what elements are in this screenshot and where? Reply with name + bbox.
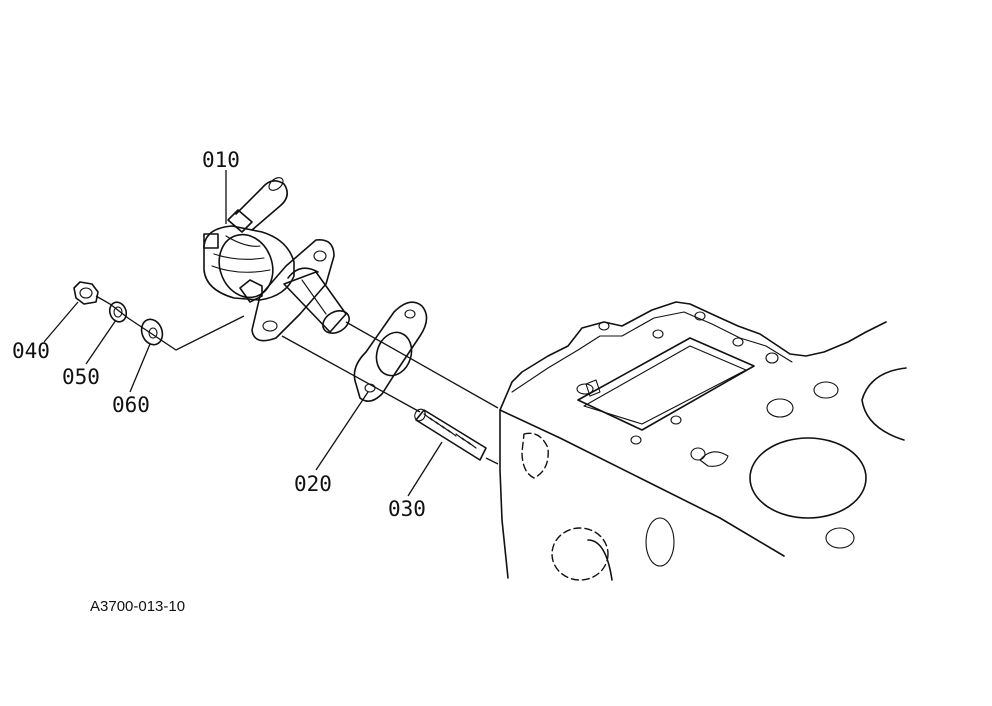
callout-leaders — [43, 170, 443, 497]
part-label-030: 030 — [388, 497, 426, 521]
stud-bolt-drawing — [414, 408, 487, 461]
part-label-020: 020 — [294, 472, 332, 496]
part-label-010: 010 — [202, 148, 240, 172]
part-label-040: 040 — [12, 339, 50, 363]
gasket-drawing — [353, 301, 428, 402]
plain-washer-drawing — [140, 318, 164, 346]
fastener-axis-line — [95, 295, 245, 351]
assembly-centerlines — [281, 321, 499, 465]
part-label-050: 050 — [62, 365, 100, 389]
fuel-pump-drawing — [203, 177, 350, 342]
engine-block-drawing — [499, 301, 907, 581]
nut-drawing — [73, 281, 99, 305]
drawing-code: A3700-013-10 — [90, 598, 185, 615]
spring-washer-drawing — [108, 301, 128, 323]
part-label-060: 060 — [112, 393, 150, 417]
